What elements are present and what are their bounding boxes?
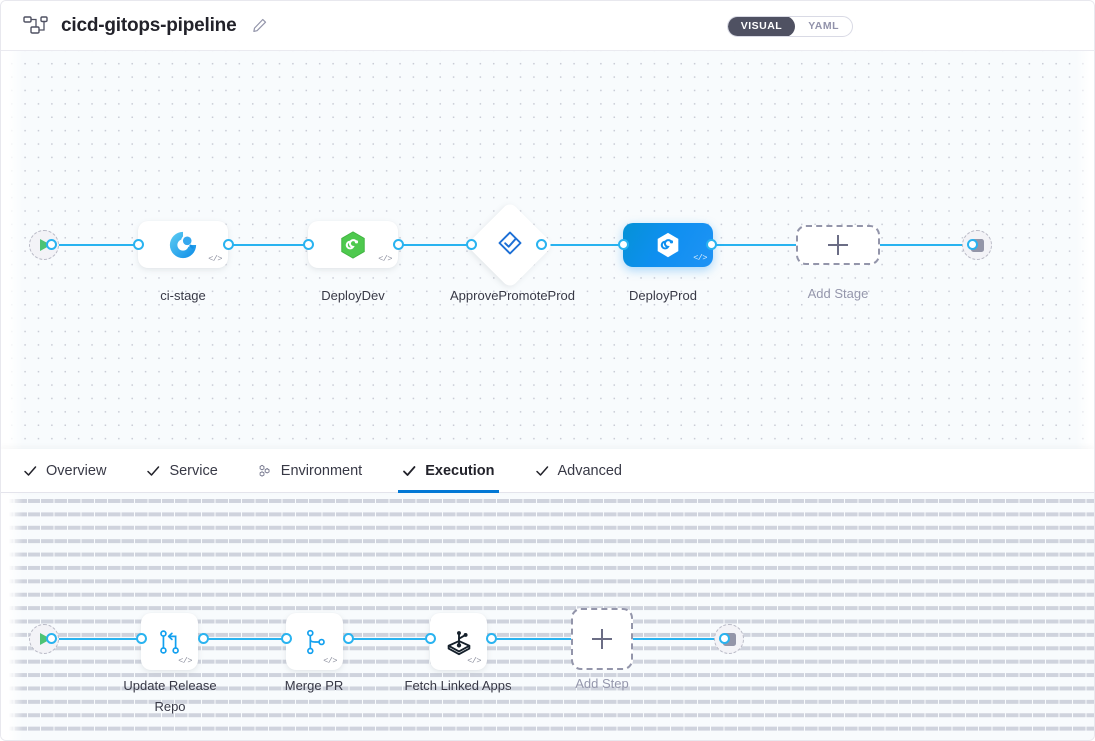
connector-dot-end[interactable] (967, 239, 978, 250)
wire-start-to-ci (51, 244, 146, 246)
argo-hexagon-icon (341, 230, 365, 259)
wire-merge-to-fetch (346, 638, 471, 640)
stage-label-deployprod: DeployProd (629, 288, 697, 303)
wire-start-to-update (51, 638, 146, 640)
pipeline-start-node[interactable] (29, 230, 59, 260)
plus-icon (828, 235, 848, 255)
connector-dot-ci-left[interactable] (133, 239, 144, 250)
stage-graph-canvas[interactable]: </> ci-stage </> DeployDev (1, 51, 1094, 449)
wire-deploydev-to-approve (396, 244, 516, 246)
add-stage-button[interactable] (796, 225, 880, 265)
step-label-fetch-linked-apps: Fetch Linked Apps (404, 678, 512, 693)
tab-environment[interactable]: Environment (258, 449, 362, 493)
connector-dot-merge-right[interactable] (343, 633, 354, 644)
page-title: cicd-gitops-pipeline (61, 14, 237, 36)
step-node-fetch-linked-apps[interactable]: </> (430, 613, 487, 670)
canvas-left-fade (1, 51, 23, 449)
connector-dot-step-end[interactable] (719, 633, 730, 644)
plus-icon (592, 629, 612, 649)
connector-dot-deployprod-left[interactable] (618, 239, 629, 250)
connector-dot-ci-right[interactable] (223, 239, 234, 250)
step-label-update-release-repo: Update Release Repo (123, 678, 217, 714)
connector-dot-start[interactable] (46, 239, 57, 250)
approval-diamond-check-icon (496, 229, 524, 262)
pencil-edit-icon[interactable] (248, 18, 267, 33)
code-badge: </> (323, 656, 337, 666)
wire-ci-to-deploydev (226, 244, 321, 246)
stage-node-deployprod[interactable]: </> (623, 223, 713, 267)
toggle-option-yaml[interactable]: YAML (808, 20, 839, 32)
code-badge: </> (208, 254, 222, 264)
wire-deployprod-to-addstage (709, 244, 809, 246)
check-icon (23, 464, 37, 478)
step-start-node[interactable] (29, 624, 59, 654)
tab-label-advanced: Advanced (557, 462, 623, 479)
tab-label-service: Service (169, 462, 218, 479)
tab-execution[interactable]: Execution (398, 449, 499, 493)
stage-node-ci-stage[interactable]: </> (138, 221, 228, 268)
wire-approve-to-deployprod (541, 244, 633, 246)
code-badge: </> (467, 656, 481, 666)
add-stage-label: Add Stage (807, 286, 869, 301)
play-icon (40, 239, 51, 251)
git-branch-merge-icon (159, 629, 179, 654)
add-step-button[interactable] (571, 608, 633, 670)
stage-node-approvepromoteprod[interactable] (466, 201, 554, 289)
header-bar: cicd-gitops-pipeline VISUAL YAML (1, 1, 1094, 51)
code-badge: </> (378, 254, 392, 264)
connector-dot-approve-left[interactable] (466, 239, 477, 250)
harness-deploy-icon (447, 630, 470, 655)
step-node-update-release-repo[interactable]: </> (141, 613, 198, 670)
wire-fetch-to-addstep (489, 638, 574, 640)
toggle-option-visual[interactable]: VISUAL (727, 17, 796, 36)
ci-build-icon (169, 231, 197, 258)
argo-hexagon-icon (657, 232, 679, 258)
add-step-label: Add Step (575, 676, 629, 691)
stage-label-approvepromoteprod: ApprovePromoteProd (450, 288, 576, 303)
connector-dot-approve-right[interactable] (536, 239, 547, 250)
wire-update-to-merge (201, 638, 291, 640)
step-label-merge-pr: Merge PR (284, 678, 344, 693)
connector-dot-fetch-right[interactable] (486, 633, 497, 644)
tab-label-environment: Environment (280, 462, 363, 479)
canvas-right-fade (1076, 51, 1094, 449)
connector-dot-update-left[interactable] (136, 633, 147, 644)
tab-label-execution: Execution (425, 462, 495, 479)
connector-dot-fetch-left[interactable] (425, 633, 436, 644)
connector-dot-step-start[interactable] (46, 633, 57, 644)
view-mode-toggle[interactable]: VISUAL YAML (726, 16, 853, 37)
connector-dot-merge-left[interactable] (281, 633, 292, 644)
stage-label-ci-stage: ci-stage (160, 288, 206, 303)
header-left-group: cicd-gitops-pipeline (23, 15, 267, 37)
stage-label-deploydev: DeployDev (321, 288, 385, 303)
connector-dot-update-right[interactable] (198, 633, 209, 644)
git-branch-icon (306, 629, 325, 654)
connector-dot-deploydev-right[interactable] (393, 239, 404, 250)
tab-advanced[interactable]: Advanced (535, 449, 623, 493)
step-graph-canvas[interactable]: </> Update Release Repo </> Merge PR (1, 493, 1094, 740)
environment-hexagon-icon (258, 464, 272, 478)
code-badge: </> (693, 253, 707, 263)
tab-service[interactable]: Service (146, 449, 218, 493)
check-icon (146, 464, 160, 478)
connector-dot-deployprod-right[interactable] (706, 239, 717, 250)
pipeline-graph-icon (23, 15, 49, 37)
tab-label-overview: Overview (46, 462, 107, 479)
check-icon (535, 464, 549, 478)
check-icon (402, 464, 416, 478)
wire-addstage-to-end (876, 244, 971, 246)
step-canvas-left-fade (1, 493, 23, 740)
code-badge: </> (178, 656, 192, 666)
connector-dot-deploydev-left[interactable] (303, 239, 314, 250)
step-node-merge-pr[interactable]: </> (286, 613, 343, 670)
wire-addstep-to-end (633, 638, 723, 640)
stage-node-deploydev[interactable]: </> (308, 221, 398, 268)
play-icon (40, 633, 51, 645)
tab-overview[interactable]: Overview (23, 449, 106, 493)
stage-config-tabs: Overview Service Environment Execution (1, 449, 1094, 493)
